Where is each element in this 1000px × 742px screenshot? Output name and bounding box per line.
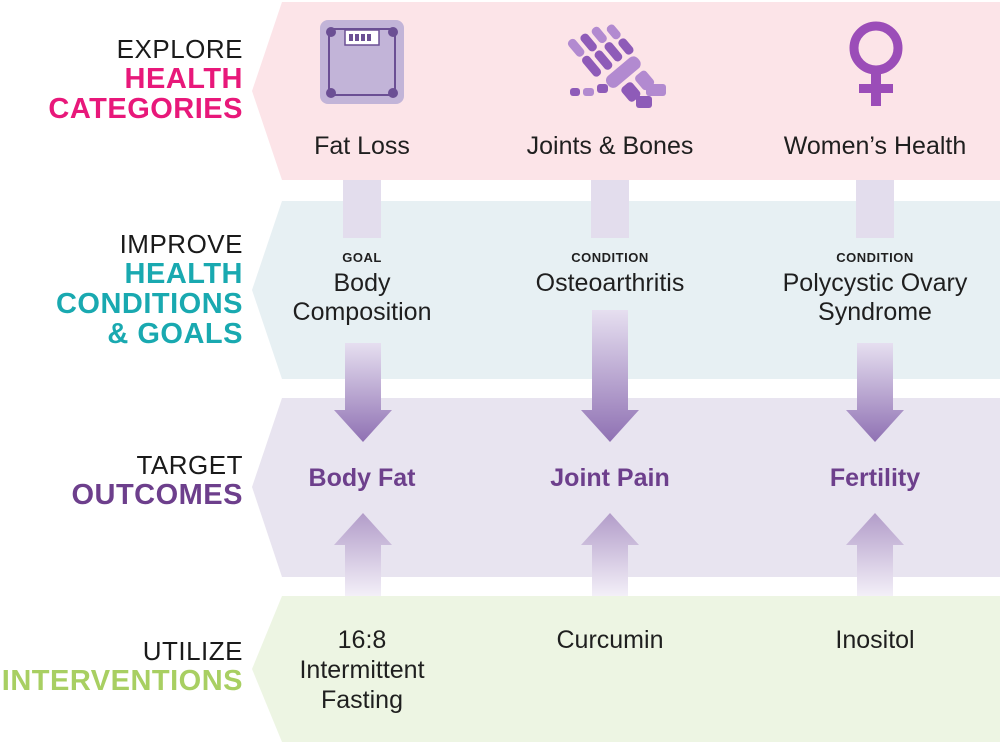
row-verb: IMPROVE	[119, 229, 243, 259]
band-conditions	[252, 201, 1000, 379]
condition-name-line: Body	[333, 269, 391, 297]
outcome-label: Fertility	[829, 464, 921, 492]
condition-name-line: Composition	[292, 298, 432, 326]
row-title-line: INTERVENTIONS	[1, 665, 243, 697]
row-title-line: HEALTH	[124, 63, 243, 95]
row-verb: TARGET	[136, 450, 243, 480]
female-symbol-icon	[849, 21, 903, 106]
up-arrow-col3	[846, 513, 904, 596]
condition-block: CONDITION Polycystic Ovary Syndrome	[755, 250, 995, 327]
row-verb: EXPLORE	[116, 34, 243, 64]
condition-block: GOAL Body Composition	[242, 250, 482, 327]
row-title-line: & GOALS	[107, 318, 243, 350]
scale-icon	[320, 20, 404, 104]
condition-name-line: Syndrome	[818, 298, 932, 326]
row-title-line: CONDITIONS	[55, 288, 243, 320]
intervention-block: Inositol	[755, 625, 995, 655]
connector-col3	[856, 180, 894, 238]
category-name: Fat Loss	[314, 132, 410, 160]
hand-bones-icon	[567, 24, 666, 108]
row-label-interventions: UTILIZE INTERVENTIONS	[2, 636, 243, 696]
connector-col2	[591, 180, 629, 238]
intervention-block: 16:8 Intermittent Fasting	[242, 625, 482, 715]
condition-block: CONDITION Osteoarthritis	[490, 250, 730, 298]
intervention-line: Intermittent	[299, 656, 425, 684]
condition-tag: CONDITION	[571, 250, 649, 265]
row-title-line: OUTCOMES	[71, 479, 243, 511]
up-arrow-col2	[581, 513, 639, 596]
row-label-conditions: IMPROVE HEALTH CONDITIONS & GOALS	[56, 229, 243, 349]
intervention-line: Curcumin	[556, 626, 664, 654]
row-verb: UTILIZE	[142, 636, 243, 666]
outcome-label: Body Fat	[308, 464, 416, 492]
row-title-line: CATEGORIES	[48, 93, 243, 125]
intervention-line: Inositol	[835, 626, 915, 654]
up-arrow-col1	[334, 513, 392, 596]
condition-name-line: Polycystic Ovary	[782, 269, 968, 297]
intervention-block: Curcumin	[490, 625, 730, 655]
category-name: Joints & Bones	[526, 132, 694, 160]
outcome-label: Joint Pain	[550, 464, 670, 492]
intervention-line: Fasting	[321, 686, 403, 714]
row-title-line: HEALTH	[124, 258, 243, 290]
band-outcomes	[252, 398, 1000, 577]
category-name: Women’s Health	[783, 132, 967, 160]
down-arrow-col2	[581, 310, 639, 442]
connector-col1	[343, 180, 381, 238]
condition-tag: GOAL	[342, 250, 382, 265]
row-label-outcomes: TARGET OUTCOMES	[71, 450, 243, 510]
down-arrow-col1	[334, 343, 392, 442]
intervention-line: 16:8	[337, 626, 387, 654]
condition-name-line: Osteoarthritis	[535, 269, 685, 297]
down-arrow-col3	[846, 343, 904, 442]
row-label-categories: EXPLORE HEALTH CATEGORIES	[48, 34, 243, 124]
band-interventions	[252, 596, 1000, 742]
condition-tag: CONDITION	[836, 250, 914, 265]
